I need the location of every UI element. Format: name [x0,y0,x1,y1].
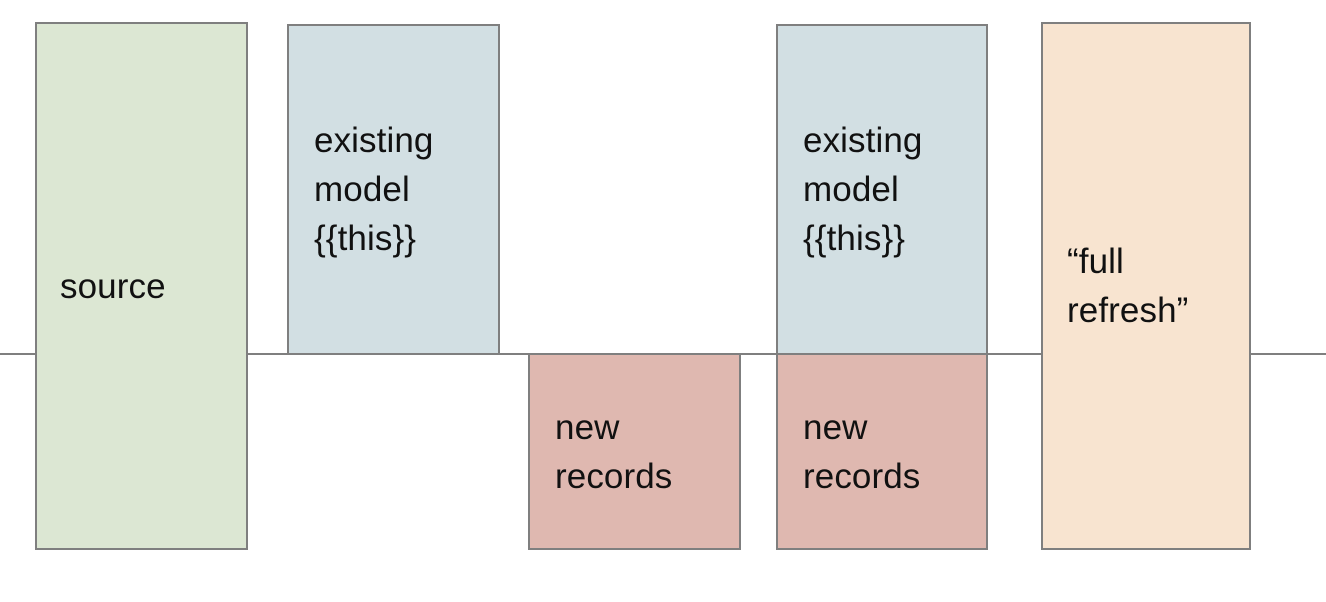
diagram-node-existing-model-2[interactable]: existing model {{this}} [776,24,988,355]
diagram-node-existing-model-2-label: existing model {{this}} [803,121,923,258]
diagram-node-existing-model-1-label: existing model {{this}} [314,121,434,258]
diagram-node-new-records-2[interactable]: new records [776,353,988,550]
diagram-node-source[interactable]: source [35,22,248,550]
diagram-node-new-records-1[interactable]: new records [528,353,741,550]
diagram-node-new-records-1-label: new records [555,407,673,496]
horizontal-timeline-divider [0,353,1326,355]
diagram-node-existing-model-1[interactable]: existing model {{this}} [287,24,500,355]
diagram-node-full-refresh-label: “full refresh” [1067,242,1189,330]
diagram-node-source-label: source [60,266,166,306]
diagram-node-full-refresh[interactable]: “full refresh” [1041,22,1251,550]
diagram-node-new-records-2-label: new records [803,407,921,496]
